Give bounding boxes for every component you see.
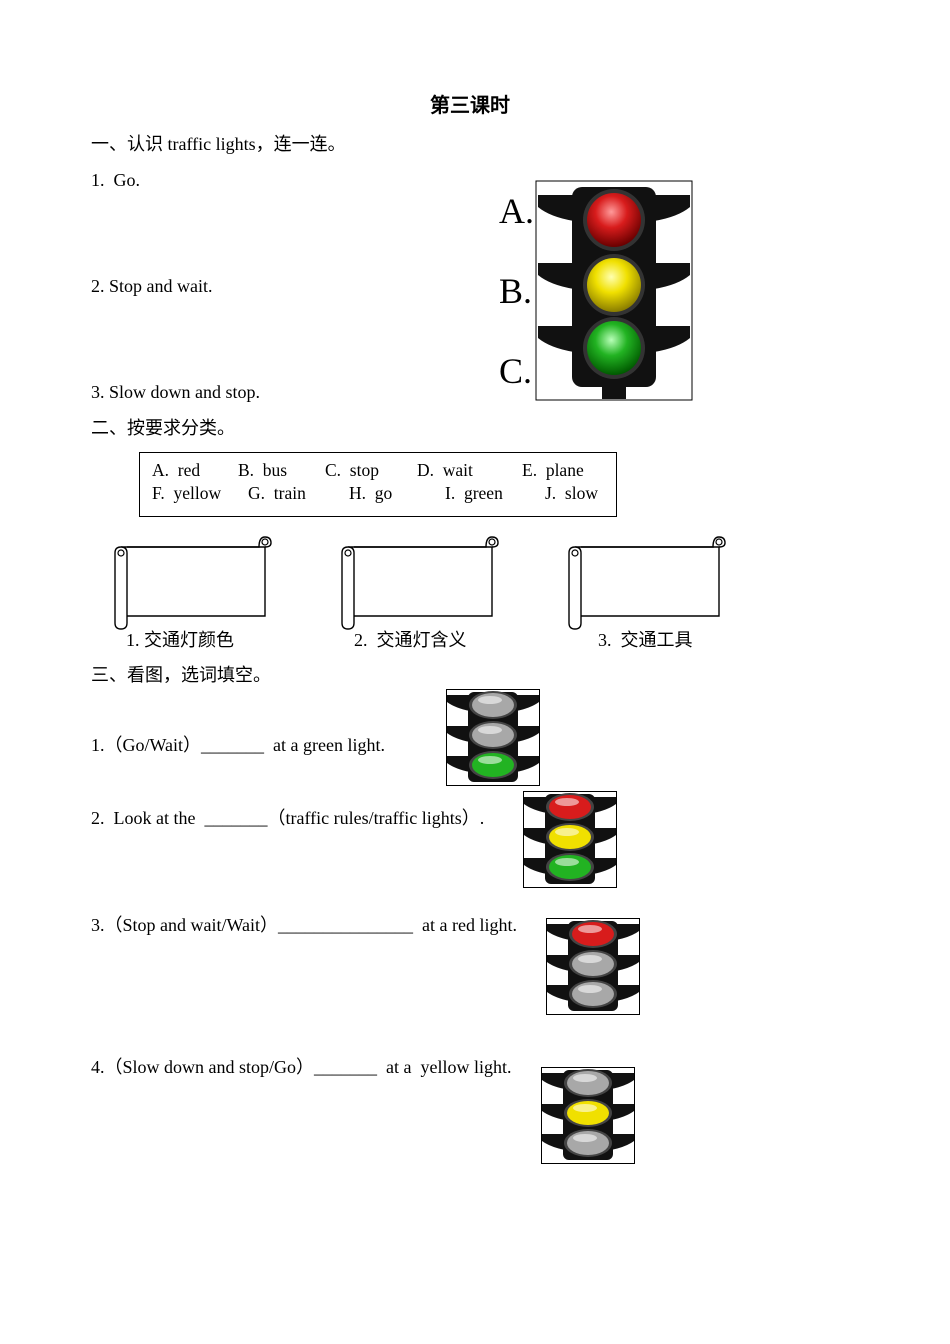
question-2: 2. Look at the _______（traffic rules/tra… [91,808,485,828]
section3-heading: 三、看图，选词填空。 [91,665,271,685]
section2-heading: 二、按要求分类。 [91,418,235,438]
traffic-light-large-icon [535,180,693,401]
word-c: C. stop [325,460,379,480]
word-g: G. train [248,483,306,503]
scroll-box-1 [114,536,272,630]
letter-a: A. [499,191,534,231]
section1-item-3: 3. Slow down and stop. [91,382,261,402]
category-label-1: 1. 交通灯颜色 [126,630,234,650]
word-i: I. green [445,483,503,503]
word-h: H. go [349,483,393,503]
word-a: A. red [152,460,201,480]
letter-b: B. [499,271,533,311]
word-j: J. slow [545,483,598,503]
traffic-light-all-icon [523,791,617,888]
word-d: D. wait [417,460,473,480]
letter-c: C. [499,351,533,391]
word-e: E. plane [522,460,584,480]
category-label-2: 2. 交通灯含义 [354,630,467,650]
traffic-light-green-icon [446,689,540,786]
question-3: 3.（Stop and wait/Wait）_______________ at… [91,915,517,935]
word-bank-box: A. red B. bus C. stop D. wait E. plane F… [139,452,617,517]
word-f: F. yellow [152,483,222,503]
scroll-box-3 [568,536,726,630]
section1-item-1: 1. Go. [91,170,140,190]
page-title: 第三课时 [430,93,510,117]
question-4: 4.（Slow down and stop/Go）_______ at a ye… [91,1057,512,1077]
section1-item-2: 2. Stop and wait. [91,276,213,296]
traffic-light-yellow-icon [541,1067,635,1164]
scroll-box-2 [341,536,499,630]
traffic-light-red-icon [546,918,640,1015]
word-b: B. bus [238,460,288,480]
question-1: 1.（Go/Wait）_______ at a green light. [91,735,385,755]
section1-heading: 一、认识 traffic lights，连一连。 [91,134,346,154]
category-label-3: 3. 交通工具 [598,630,693,650]
